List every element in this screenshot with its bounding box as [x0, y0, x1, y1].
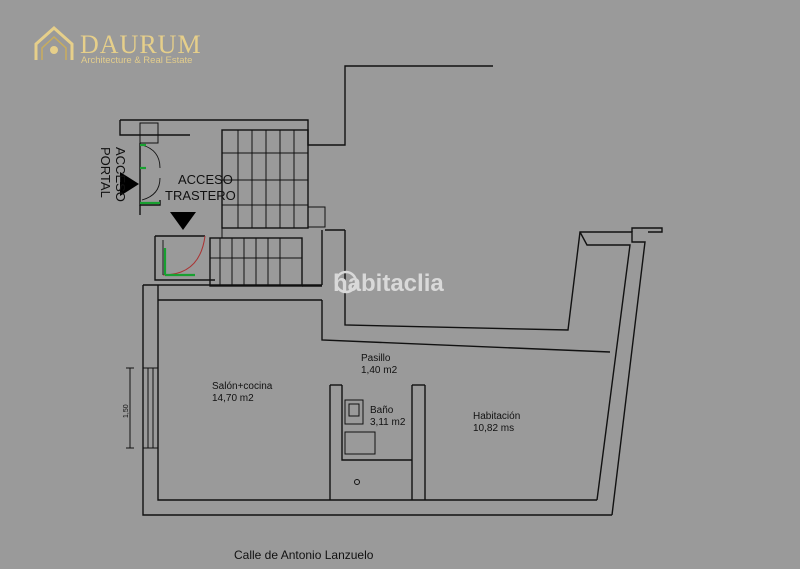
logo-brand: DAURUM: [80, 30, 202, 59]
doors: [140, 143, 206, 277]
room-salon-name: Salón+cocina: [212, 381, 273, 392]
portal-arrow-icon: [120, 172, 139, 196]
room-pasillo-name: Pasillo: [361, 353, 391, 364]
storage-arrow-icon: [170, 212, 196, 230]
room-habitacion-area: 10,82 ms: [473, 423, 514, 434]
street-label: Calle de Antonio Lanzuelo: [234, 548, 374, 562]
walls: [119, 65, 663, 516]
room-habitacion-name: Habitación: [473, 411, 520, 422]
room-pasillo-area: 1,40 m2: [361, 365, 398, 376]
room-bano-name: Baño: [370, 405, 394, 416]
storage-label-line1: ACCESO: [178, 172, 233, 187]
watermark: habitaclia: [333, 270, 444, 297]
watermark-house-icon: [334, 270, 358, 294]
portal-label-line2: PORTAL: [98, 147, 113, 198]
portal-label: ACCESO PORTAL: [98, 147, 128, 202]
room-bano-area: 3,11 m2: [370, 417, 406, 428]
portal-label-line1: ACCESO: [113, 147, 128, 202]
logo[interactable]: DAURUM Architecture & Real Estate: [34, 25, 202, 66]
house-roof-logo-icon: [34, 25, 74, 60]
storage-label-line2: TRASTERO: [165, 188, 236, 203]
watermark-text: habitaclia: [333, 270, 444, 297]
room-salon-area: 14,70 m2: [212, 393, 254, 404]
logo-tagline: Architecture & Real Estate: [81, 55, 192, 66]
dimension-label: 1,50: [123, 404, 130, 418]
